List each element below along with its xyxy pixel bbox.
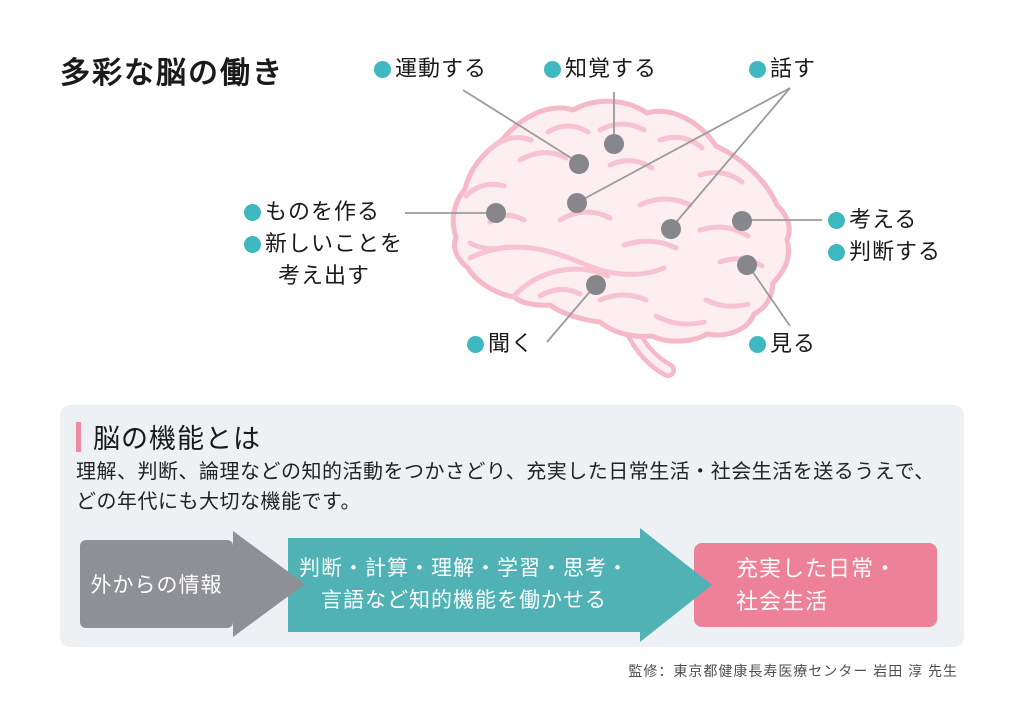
flow-step2-arrow xyxy=(288,528,712,642)
teal-dot-icon xyxy=(828,211,845,229)
function-label-text: 聞く xyxy=(488,331,535,356)
function-label-perceive: 知覚する xyxy=(544,56,657,82)
teal-dot-icon xyxy=(749,335,766,353)
hear-point-dot xyxy=(586,275,606,295)
brain-point-dots xyxy=(486,134,757,295)
panel-body-line1: 理解、判断、論理などの知的活動をつかさどり、充実した日常生活・社会生活を送るうえ… xyxy=(76,461,935,483)
panel-heading: 脳の機能とは xyxy=(76,417,261,456)
brain-gyri xyxy=(463,121,765,327)
page-title: 多彩な脳の働き xyxy=(60,57,284,90)
teal-dot-icon xyxy=(828,243,845,261)
teal-dot-icon xyxy=(244,203,261,221)
function-label-text: 考える xyxy=(849,207,918,232)
panel-heading-text: 脳の機能とは xyxy=(93,424,261,454)
function-label-text: 話す xyxy=(770,56,817,81)
flow-step2-line1: 判断・計算・理解・学習・思考・ xyxy=(299,557,629,580)
function-label-text: ものを作る xyxy=(265,199,381,224)
teal-dot-icon xyxy=(374,60,391,78)
function-label-text: 判断する xyxy=(849,239,942,264)
speech-point-dot-b xyxy=(661,219,681,239)
function-label-text: 新しいことを xyxy=(265,231,404,256)
function-label-hear: 聞く xyxy=(467,331,534,357)
speech-point-dot-a xyxy=(567,193,587,213)
teal-dot-icon xyxy=(467,335,484,353)
function-label-think: 考える xyxy=(828,207,917,233)
flow-step2-label: 判断・計算・理解・学習・思考・ 言語など知的機能を働かせる xyxy=(288,538,640,632)
function-label-text: 考え出す xyxy=(278,263,371,288)
teal-dot-icon xyxy=(544,60,561,78)
flow-step1-label: 外からの情報 xyxy=(80,540,233,628)
function-label-make: ものを作る xyxy=(244,199,380,225)
teal-dot-icon xyxy=(244,235,261,253)
function-label-text: 見る xyxy=(770,331,817,356)
function-label-move: 運動する xyxy=(374,56,487,82)
flow-step1-arrow xyxy=(80,531,305,637)
motor-point-dot xyxy=(569,154,589,174)
flow-diagram xyxy=(80,528,937,642)
flow-step3-box xyxy=(694,543,937,627)
function-label-speak: 話す xyxy=(749,56,816,82)
think-point-dot xyxy=(732,211,752,231)
flow-step1-text: 外からの情報 xyxy=(90,574,223,597)
supervision-credit: 監修：東京都健康長寿医療センター 岩田 淳 先生 xyxy=(628,663,958,679)
make-point-dot xyxy=(486,203,506,223)
flow-step3-label: 充実した日常・ 社会生活 xyxy=(694,543,937,627)
function-label-text: 運動する xyxy=(395,56,488,81)
function-label-create-new-cont: 考え出す xyxy=(244,263,370,289)
function-label-create-new: 新しいことを xyxy=(244,231,403,257)
flow-step2-line2: 言語など知的機能を働かせる xyxy=(321,589,607,612)
flow-step3-line1: 充実した日常・ xyxy=(736,556,898,581)
panel-body-line2: どの年代にも大切な機能です。 xyxy=(76,491,361,513)
connector-lines xyxy=(405,87,822,343)
function-label-judge: 判断する xyxy=(828,239,941,265)
brain-illustration xyxy=(405,87,822,378)
teal-dot-icon xyxy=(749,60,766,78)
function-label-text: 知覚する xyxy=(565,56,658,81)
function-label-see: 見る xyxy=(749,331,816,357)
panel-body-text: 理解、判断、論理などの知的活動をつかさどり、充実した日常生活・社会生活を送るうえ… xyxy=(76,457,956,517)
flow-step3-line2: 社会生活 xyxy=(736,589,829,614)
perception-point-dot xyxy=(604,134,624,154)
see-point-dot xyxy=(737,255,757,275)
brain-function-panel: 脳の機能とは 理解、判断、論理などの知的活動をつかさどり、充実した日常生活・社会… xyxy=(60,405,964,647)
heading-accent-bar xyxy=(76,421,81,452)
